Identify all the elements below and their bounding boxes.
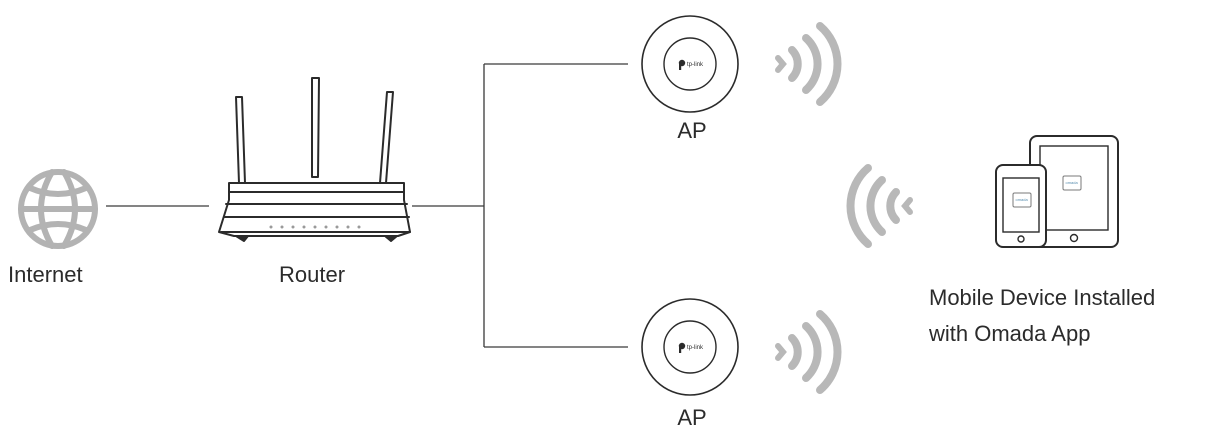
phone-omada-logo: omada bbox=[1016, 197, 1029, 202]
router-icon bbox=[219, 78, 410, 241]
mobile-device-label: Mobile Device Installed with Omada App bbox=[929, 280, 1155, 352]
tablet-omada-logo: omada bbox=[1066, 180, 1079, 185]
ap-top-label: AP bbox=[664, 118, 720, 144]
ap-top-logo: tp-link bbox=[687, 62, 704, 68]
internet-label: Internet bbox=[8, 262, 83, 288]
ap-bottom-logo: tp-link bbox=[687, 345, 704, 351]
access-point-icon: tp-link bbox=[642, 16, 738, 112]
wifi-signal-icon bbox=[778, 26, 838, 102]
mobile-device-label-line1: Mobile Device Installed bbox=[929, 280, 1155, 316]
globe-icon bbox=[21, 172, 95, 246]
access-point-icon: tp-link bbox=[642, 299, 738, 395]
ap-bottom-label: AP bbox=[664, 405, 720, 431]
router-label: Router bbox=[279, 262, 345, 288]
phone-tablet-icon: omada omada bbox=[996, 136, 1118, 247]
wifi-signal-icon bbox=[850, 168, 910, 244]
mobile-device-label-line2: with Omada App bbox=[929, 316, 1155, 352]
wifi-signal-icon bbox=[778, 314, 838, 390]
